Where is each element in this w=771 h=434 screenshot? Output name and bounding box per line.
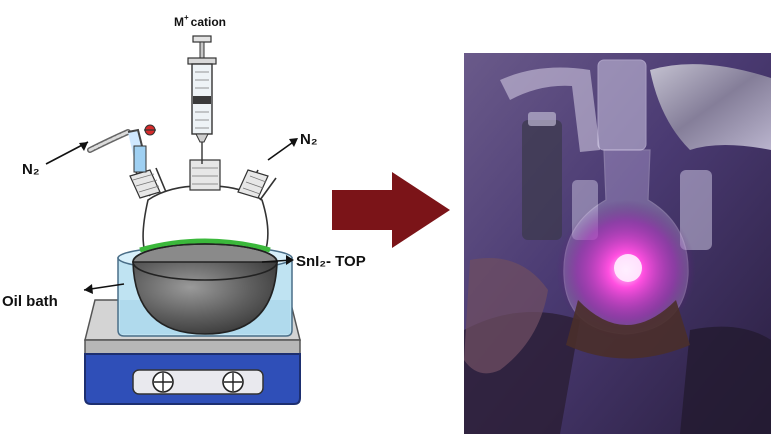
dial-icon [152, 371, 174, 393]
reaction-photo [464, 53, 771, 434]
n2-right-label: N₂ [300, 131, 318, 148]
center-neck-joint [189, 159, 221, 191]
oil-bath-arrow [83, 283, 125, 294]
right-neck-joint [237, 169, 269, 199]
sni2-top-arrow [261, 255, 294, 265]
n2-inlet [87, 124, 156, 173]
right-arrow-icon [332, 172, 450, 248]
syringe [187, 35, 217, 164]
n2-left-label: N₂ [22, 161, 40, 178]
three-neck-flask [129, 159, 278, 335]
dial-icon [222, 371, 244, 393]
n2-left-arrow [45, 141, 89, 165]
cation-label: M+cation [174, 13, 226, 29]
schematic: M+cation N₂ N₂ SnI₂- TOP Oil bath [2, 13, 366, 405]
n2-right-arrow [267, 138, 298, 161]
stopcock-icon [144, 124, 156, 136]
sni2-top-label: SnI₂- TOP [296, 253, 366, 270]
left-neck-joint [129, 169, 161, 199]
oil-bath-label: Oil bath [2, 293, 58, 310]
